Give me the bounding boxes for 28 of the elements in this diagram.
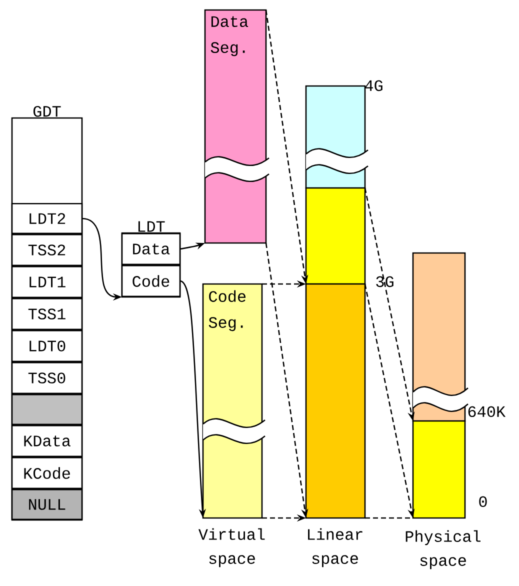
memory-segment [412, 420, 466, 519]
table-cell: TSS1 [11, 298, 83, 330]
table-cell: LDT0 [11, 330, 83, 362]
axis-caption: Physical space [406, 530, 480, 570]
axis-value: 4G [365, 80, 382, 92]
memory-segment [305, 187, 366, 285]
table-cell: TSS2 [11, 234, 83, 266]
memory-segment [412, 252, 466, 422]
axis-caption: Virtual space [198, 528, 265, 568]
node-label: LDT [138, 221, 165, 232]
table-cell: NULL [11, 489, 83, 520]
axis-value: 3G [376, 276, 394, 288]
memory-segment: Data Seg. [204, 9, 267, 244]
table-cell [11, 394, 83, 425]
table-cell: Code [121, 265, 181, 297]
table-cell: Data [121, 233, 181, 265]
table-cell: LDT2 [11, 203, 83, 234]
table-cell: KData [11, 425, 83, 457]
memory-segment: Code Seg. [202, 283, 263, 519]
table-cell: TSS0 [11, 362, 83, 394]
axis-value: 0 [479, 496, 487, 508]
node-label: GDT [33, 106, 61, 117]
table-cell: KCode [11, 457, 83, 489]
memory-segment [305, 283, 366, 519]
dashed-line [365, 517, 413, 519]
axis-value: 640K [468, 406, 506, 418]
table-cell: LDT1 [11, 266, 83, 298]
axis-caption: Linear space [308, 528, 362, 568]
